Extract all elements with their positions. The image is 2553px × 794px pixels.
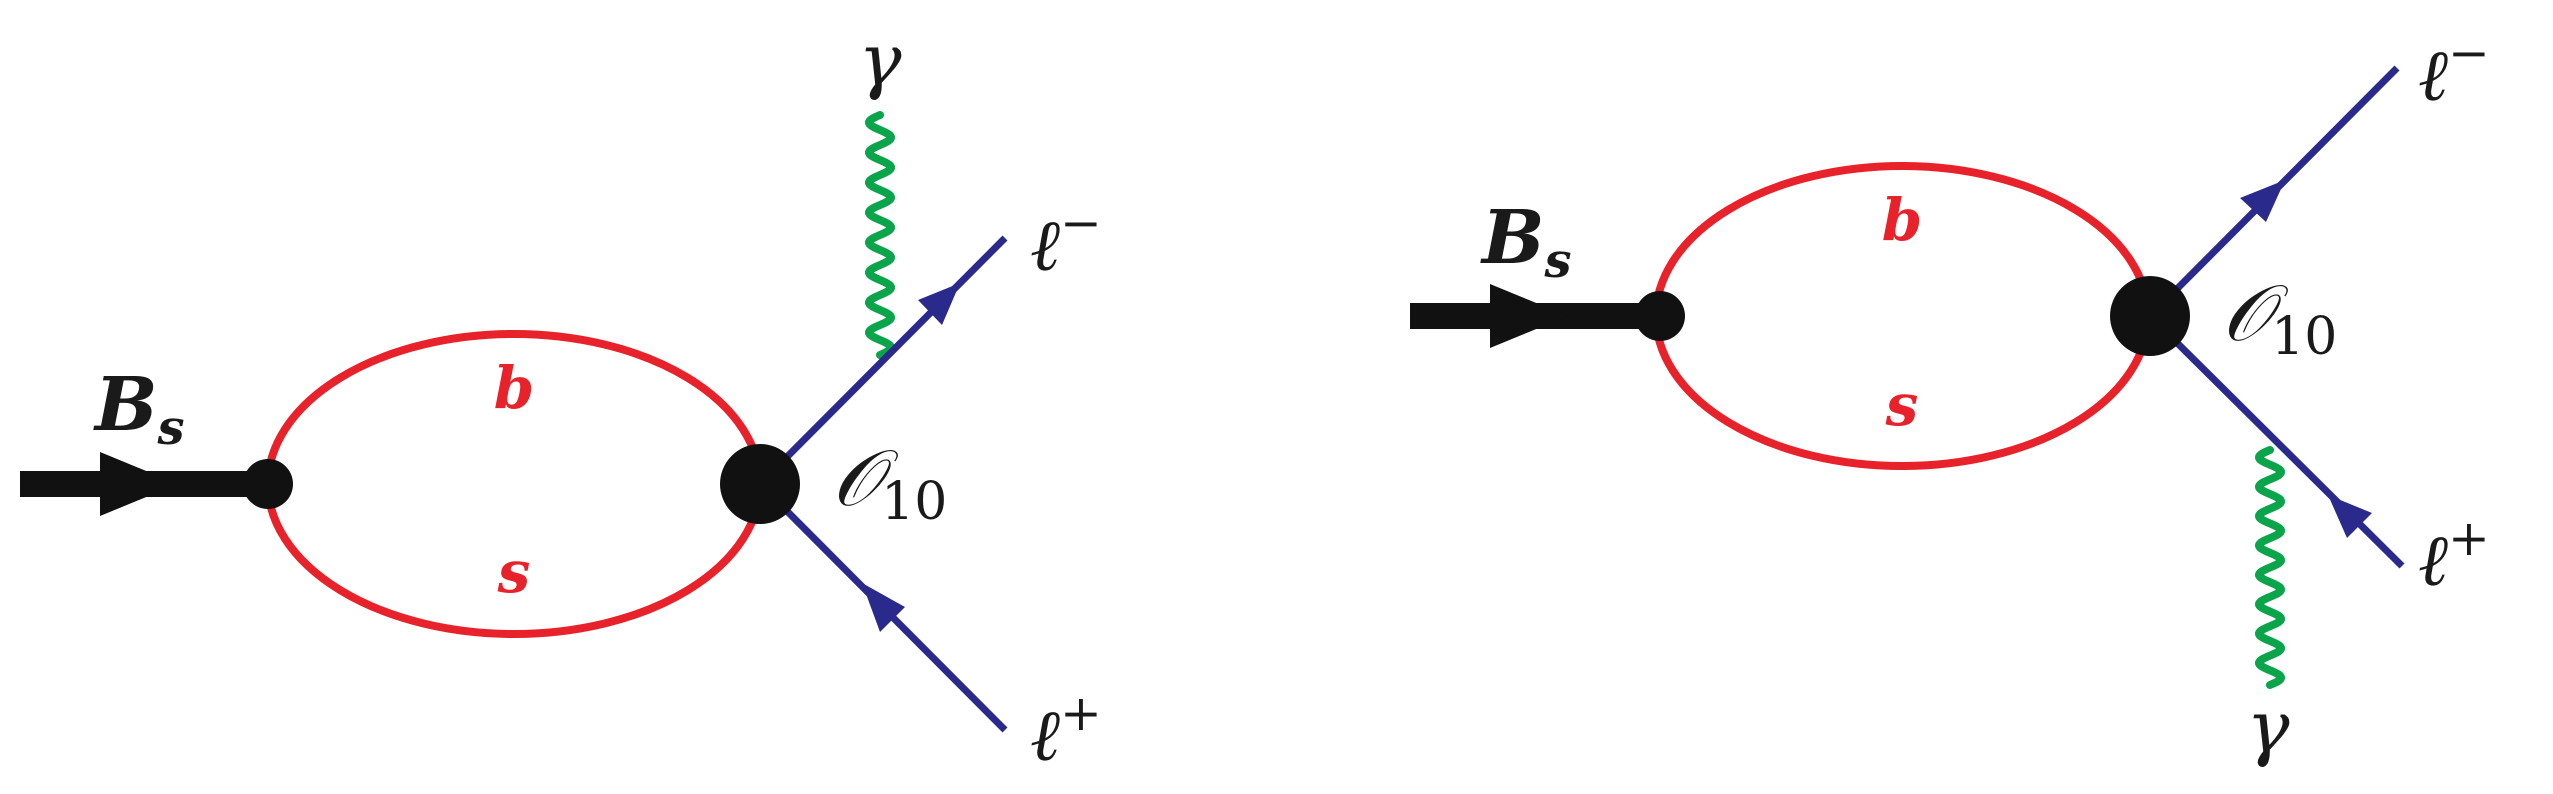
lepton-plus-main: ℓ bbox=[1030, 693, 1060, 777]
meson-label-main: B bbox=[1480, 195, 1545, 281]
meson-label-sub: s bbox=[1544, 233, 1572, 289]
lepton-minus-main: ℓ bbox=[1030, 203, 1060, 287]
photon-label: γ bbox=[858, 18, 902, 102]
quark-upper-label: b bbox=[1882, 186, 1923, 254]
lepton-plus-main: ℓ bbox=[2418, 518, 2448, 602]
lepton-minus-arrow bbox=[2240, 180, 2285, 222]
meson-arrow bbox=[1490, 284, 1568, 348]
meson-arrow bbox=[100, 452, 178, 516]
operator-label: 𝒪10 bbox=[832, 434, 947, 532]
operator-vertex bbox=[2110, 276, 2190, 356]
photon-line bbox=[865, 111, 895, 359]
photon-line bbox=[2255, 446, 2285, 689]
lepton-plus-arrow bbox=[2328, 495, 2372, 538]
lepton-plus-sup: + bbox=[1060, 684, 1102, 742]
lepton-minus-label: ℓ− bbox=[1030, 194, 1102, 287]
lepton-minus-line bbox=[757, 235, 1008, 487]
lepton-plus-sup: + bbox=[2448, 509, 2490, 567]
operator-vertex bbox=[720, 444, 800, 524]
lepton-minus-sup: − bbox=[1060, 194, 1102, 252]
lepton-plus-label: ℓ+ bbox=[2418, 509, 2490, 602]
quark-lower-label: s bbox=[1885, 371, 1919, 439]
diagram-right: Bs b s 𝒪10 γ ℓ− ℓ+ bbox=[1410, 24, 2490, 769]
lepton-minus-sup: − bbox=[2448, 24, 2490, 82]
operator-label-sub: 10 bbox=[881, 472, 947, 532]
lepton-plus-label: ℓ+ bbox=[1030, 684, 1102, 777]
meson-label: Bs bbox=[93, 362, 185, 456]
operator-label-sub: 10 bbox=[2271, 307, 2337, 367]
quark-lower-label: s bbox=[497, 538, 531, 606]
meson-vertex bbox=[1635, 291, 1685, 341]
lepton-minus-label: ℓ− bbox=[2418, 24, 2490, 117]
photon-label: γ bbox=[2246, 685, 2290, 769]
meson-label: Bs bbox=[1480, 195, 1572, 289]
lepton-minus-main: ℓ bbox=[2418, 33, 2448, 117]
quark-upper-label: b bbox=[494, 354, 535, 422]
lepton-minus-arrow bbox=[918, 283, 960, 325]
lepton-plus-arrow bbox=[862, 583, 905, 632]
operator-label: 𝒪10 bbox=[2222, 269, 2337, 367]
meson-label-main: B bbox=[93, 362, 158, 448]
diagram-left: Bs b s 𝒪10 γ ℓ− ℓ+ bbox=[20, 18, 1102, 777]
meson-label-sub: s bbox=[157, 400, 185, 456]
meson-vertex bbox=[243, 459, 293, 509]
